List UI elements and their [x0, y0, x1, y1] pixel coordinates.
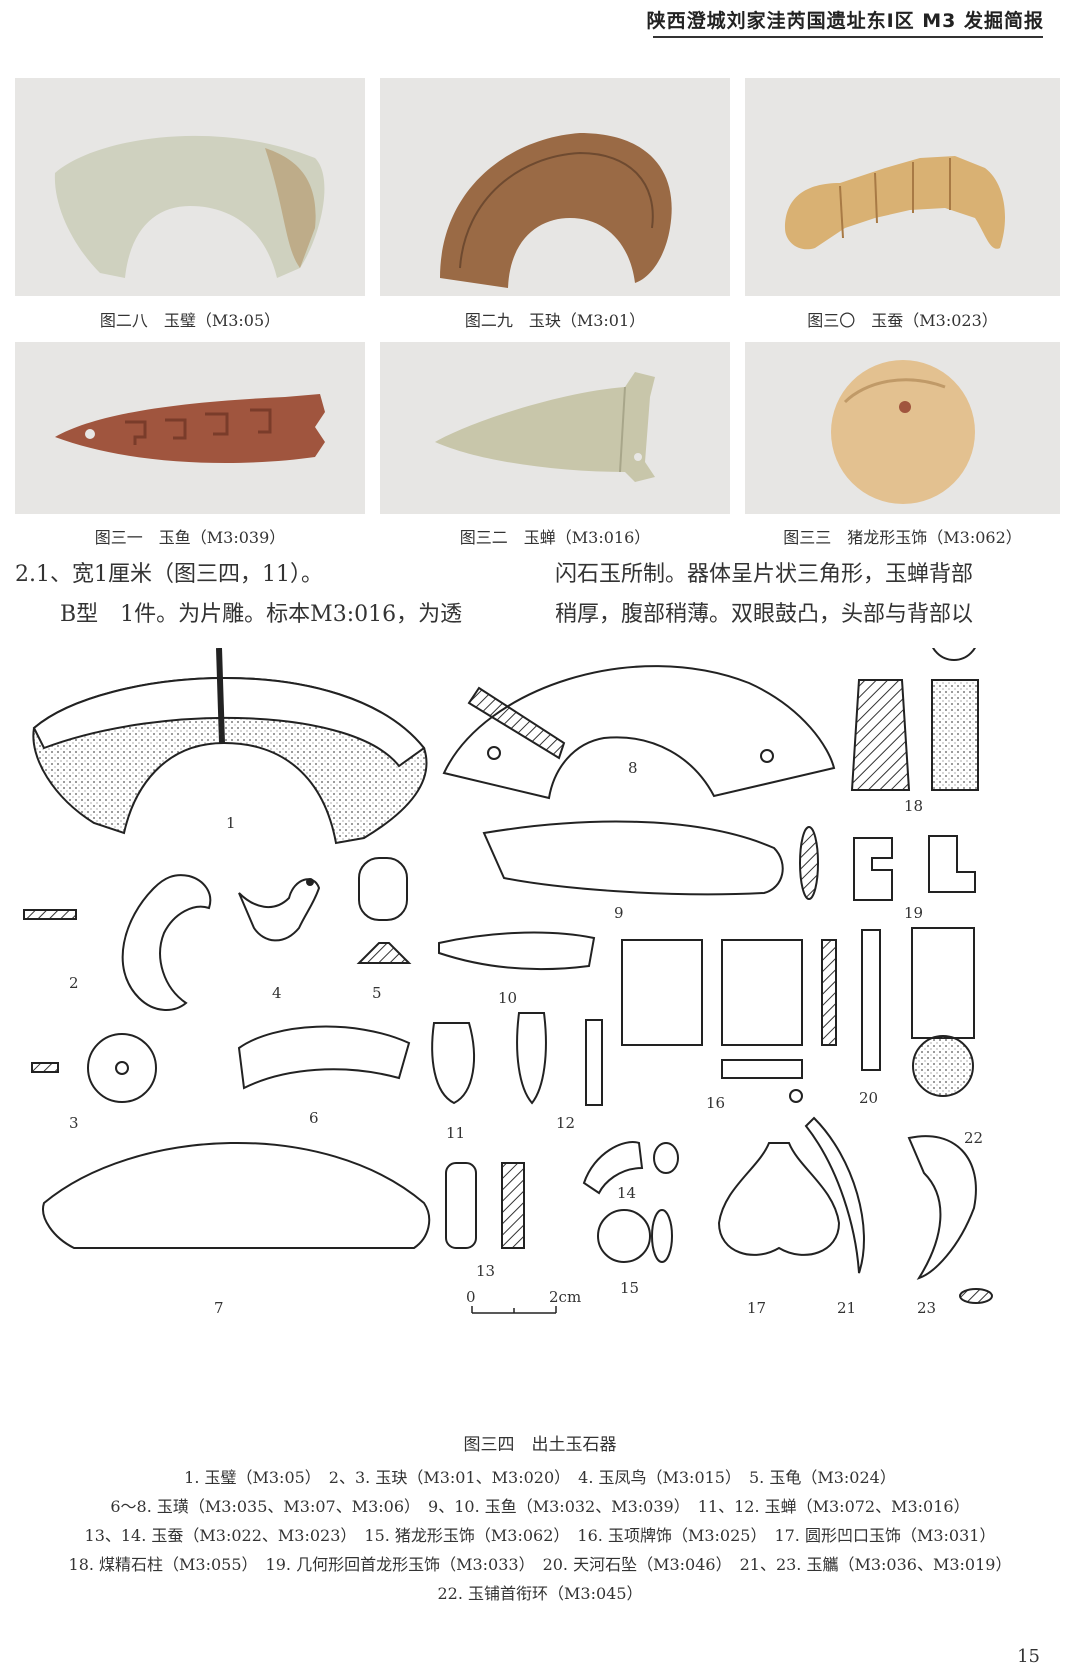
jade-jue-image: [440, 133, 672, 288]
jade-fish-image: [55, 394, 325, 463]
scale-bar: [471, 1306, 557, 1314]
drawing-16-plaque: [621, 939, 837, 1079]
drawing-22-pushou: [911, 927, 975, 1097]
figure-legend-line-1: 1. 玉璧（M3:05） 2、3. 玉玦（M3:01、M3:020） 4. 玉凤…: [184, 1468, 896, 1487]
drawing-13-silkworm: [445, 1162, 525, 1249]
figure-legend-line-5: 22. 玉铺首衔环（M3:045）: [437, 1584, 643, 1603]
photo-caption-6: 图三三 猪龙形玉饰（M3:062）: [783, 528, 1022, 547]
jade-silkworm-image: [785, 156, 1005, 250]
page-number: 15: [1017, 1646, 1040, 1667]
fig-label-6: 6: [309, 1109, 319, 1127]
drawing-10-fish: [438, 931, 596, 971]
header-rule: [653, 36, 1043, 38]
photo-pig-dragon: [745, 342, 1060, 514]
body-text-left-2: B型 1件。为片雕。标本M3:016，为透: [60, 602, 463, 627]
photo-caption-1: 图二八 玉璧（M3:05）: [99, 311, 281, 330]
photo-jade-jue: [380, 78, 730, 296]
fig-label-23: 23: [917, 1299, 936, 1317]
drawing-5-turtle: [356, 857, 412, 964]
scale-zero: 0: [466, 1288, 476, 1306]
fig-label-10: 10: [498, 989, 517, 1007]
photo-caption-4: 图三一 玉鱼（M3:039）: [94, 528, 286, 547]
drawing-1-jade-bi: [32, 647, 428, 845]
fig-label-14: 14: [617, 1184, 636, 1202]
drawing-3-jue: [31, 1033, 157, 1103]
fig-label-20: 20: [859, 1089, 878, 1107]
fig-label-16: 16: [706, 1094, 725, 1112]
photo-jade-fish: [15, 342, 365, 514]
fig-label-2: 2: [69, 974, 79, 992]
photo-jade-bi: [15, 78, 365, 296]
artifact-drawings: 1 2 3 4 5 6 7 8 9 10 11 12 13 14 15 16 1…: [23, 611, 993, 1317]
photo-jade-cicada: [380, 342, 730, 514]
fig-label-3: 3: [69, 1114, 79, 1132]
drawing-4-bird: [238, 878, 321, 942]
fig-label-11: 11: [446, 1124, 465, 1142]
figure-title: 图三四 出土玉石器: [463, 1435, 617, 1455]
fig-label-22: 22: [964, 1129, 983, 1147]
drawing-19-geometric-dragon: [853, 835, 976, 901]
drawing-21-xi: [789, 1089, 865, 1274]
fig-label-9: 9: [614, 904, 624, 922]
fig-label-18: 18: [904, 797, 923, 815]
body-text-right-1: 闪石玉所制。器体呈片状三角形，玉蝉背部: [555, 562, 974, 587]
header-title: 陕西澄城刘家洼芮国遗址东Ⅰ区 M3 发掘简报: [646, 10, 1044, 32]
jade-bi-image: [54, 135, 325, 278]
photo-jade-silkworm: [745, 78, 1060, 296]
drawing-20-pendant: [861, 929, 881, 1071]
photo-caption-2: 图二九 玉玦（M3:01）: [464, 311, 646, 330]
drawing-2-jade-jue: [23, 874, 212, 1011]
drawing-17-round-ornament: [717, 1142, 841, 1256]
line-drawing-figure: 1 2 3 4 5 6 7 8 9 10 11 12 13 14 15 16 1…: [14, 611, 1064, 1418]
fig-label-1: 1: [226, 814, 236, 832]
drawing-23-xi: [907, 1135, 993, 1304]
drawing-8-huang: [442, 665, 836, 800]
pig-dragon-image: [831, 360, 975, 504]
fig-label-21: 21: [837, 1299, 856, 1317]
drawing-7-huang: [42, 1141, 431, 1249]
figure-legend-line-2: 6～8. 玉璜（M3:035、M3:07、M3:06） 9、10. 玉鱼（M3:…: [110, 1497, 970, 1516]
fig-label-13: 13: [476, 1262, 495, 1280]
body-text-left-1: 2.1、宽1厘米（图三四，11）。: [15, 562, 323, 587]
drawing-6-huang: [237, 1025, 411, 1090]
drawing-11-12-cicadas: [431, 1012, 603, 1106]
fig-label-15: 15: [620, 1279, 639, 1297]
photo-caption-5: 图三二 玉蝉（M3:016）: [459, 528, 651, 547]
drawing-9-fish: [482, 820, 819, 900]
figure-legend-line-3: 13、14. 玉蚕（M3:022、M3:023） 15. 猪龙形玉饰（M3:06…: [84, 1526, 996, 1545]
fig-label-17: 17: [747, 1299, 766, 1317]
fig-label-8: 8: [628, 759, 638, 777]
fig-label-5: 5: [372, 984, 382, 1002]
scale-end: 2cm: [549, 1288, 581, 1306]
drawing-14-silkworm: [582, 1141, 679, 1195]
fig-label-4: 4: [272, 984, 282, 1002]
drawing-18-coal-column: [850, 611, 979, 791]
fig-label-19: 19: [904, 904, 923, 922]
photo-caption-3: 图三〇 玉蚕（M3:023）: [807, 311, 998, 330]
figure-legend-line-4: 18. 煤精石柱（M3:055） 19. 几何形回首龙形玉饰（M3:033） 2…: [68, 1555, 1012, 1574]
fig-label-7: 7: [214, 1299, 224, 1317]
jade-cicada-image: [435, 372, 655, 482]
fig-label-12: 12: [556, 1114, 575, 1132]
drawing-15-pig-dragon: [597, 1209, 673, 1263]
body-text-right-2: 稍厚，腹部稍薄。双眼鼓凸，头部与背部以: [555, 602, 974, 627]
